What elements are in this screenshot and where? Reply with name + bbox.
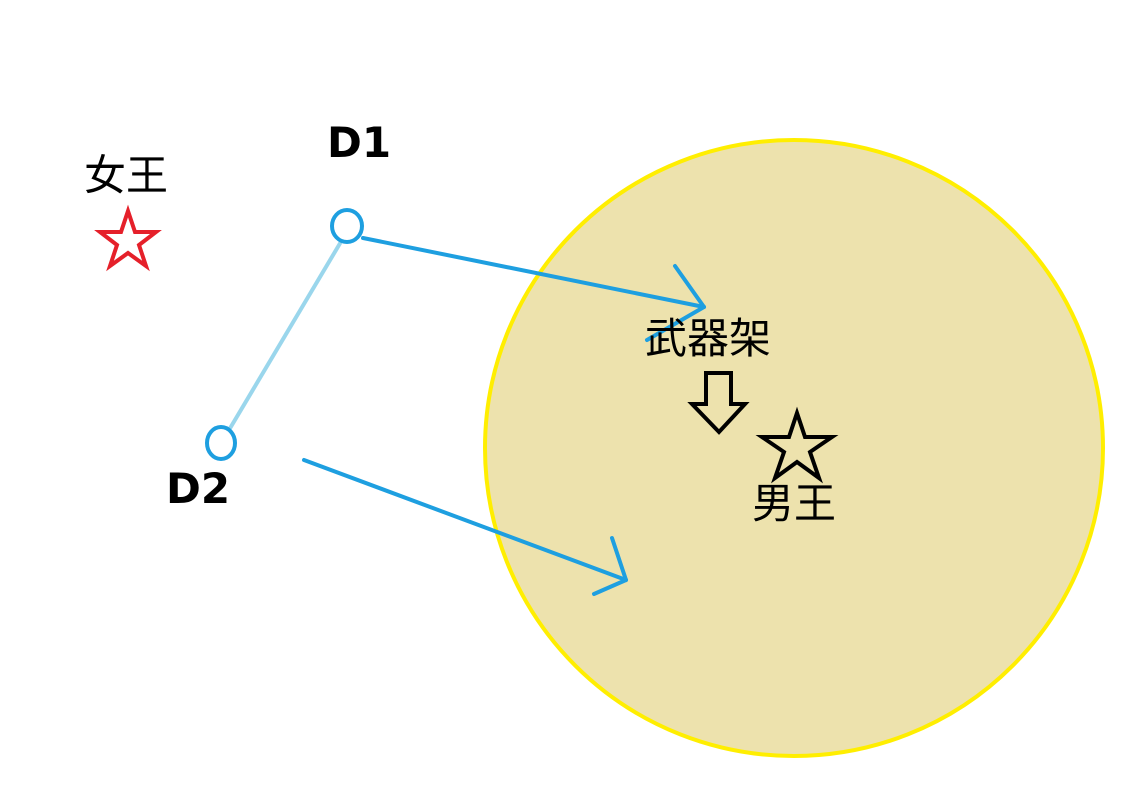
- d1-arrow-head-icon: [645, 264, 706, 342]
- d1-d2-link: [227, 238, 344, 432]
- d1-arrow-shaft: [361, 236, 706, 309]
- king-label: 男王: [752, 479, 837, 528]
- queen-star-icon: [94, 204, 162, 272]
- d2-arrow: [302, 458, 628, 596]
- d2-label: D2: [166, 464, 231, 513]
- king-star-icon: [755, 406, 839, 484]
- weapon-rack-label: 武器架: [645, 314, 772, 363]
- queen-label: 女王: [84, 151, 169, 200]
- down-arrow-icon: [687, 371, 750, 435]
- d2-node-icon: [205, 425, 237, 461]
- d1-arrow: [361, 236, 706, 342]
- d1-label: D1: [327, 118, 392, 167]
- d1-node-icon: [330, 208, 364, 244]
- d2-arrow-head-icon: [592, 536, 628, 596]
- area-circle: [483, 138, 1105, 758]
- d2-arrow-shaft: [302, 458, 628, 582]
